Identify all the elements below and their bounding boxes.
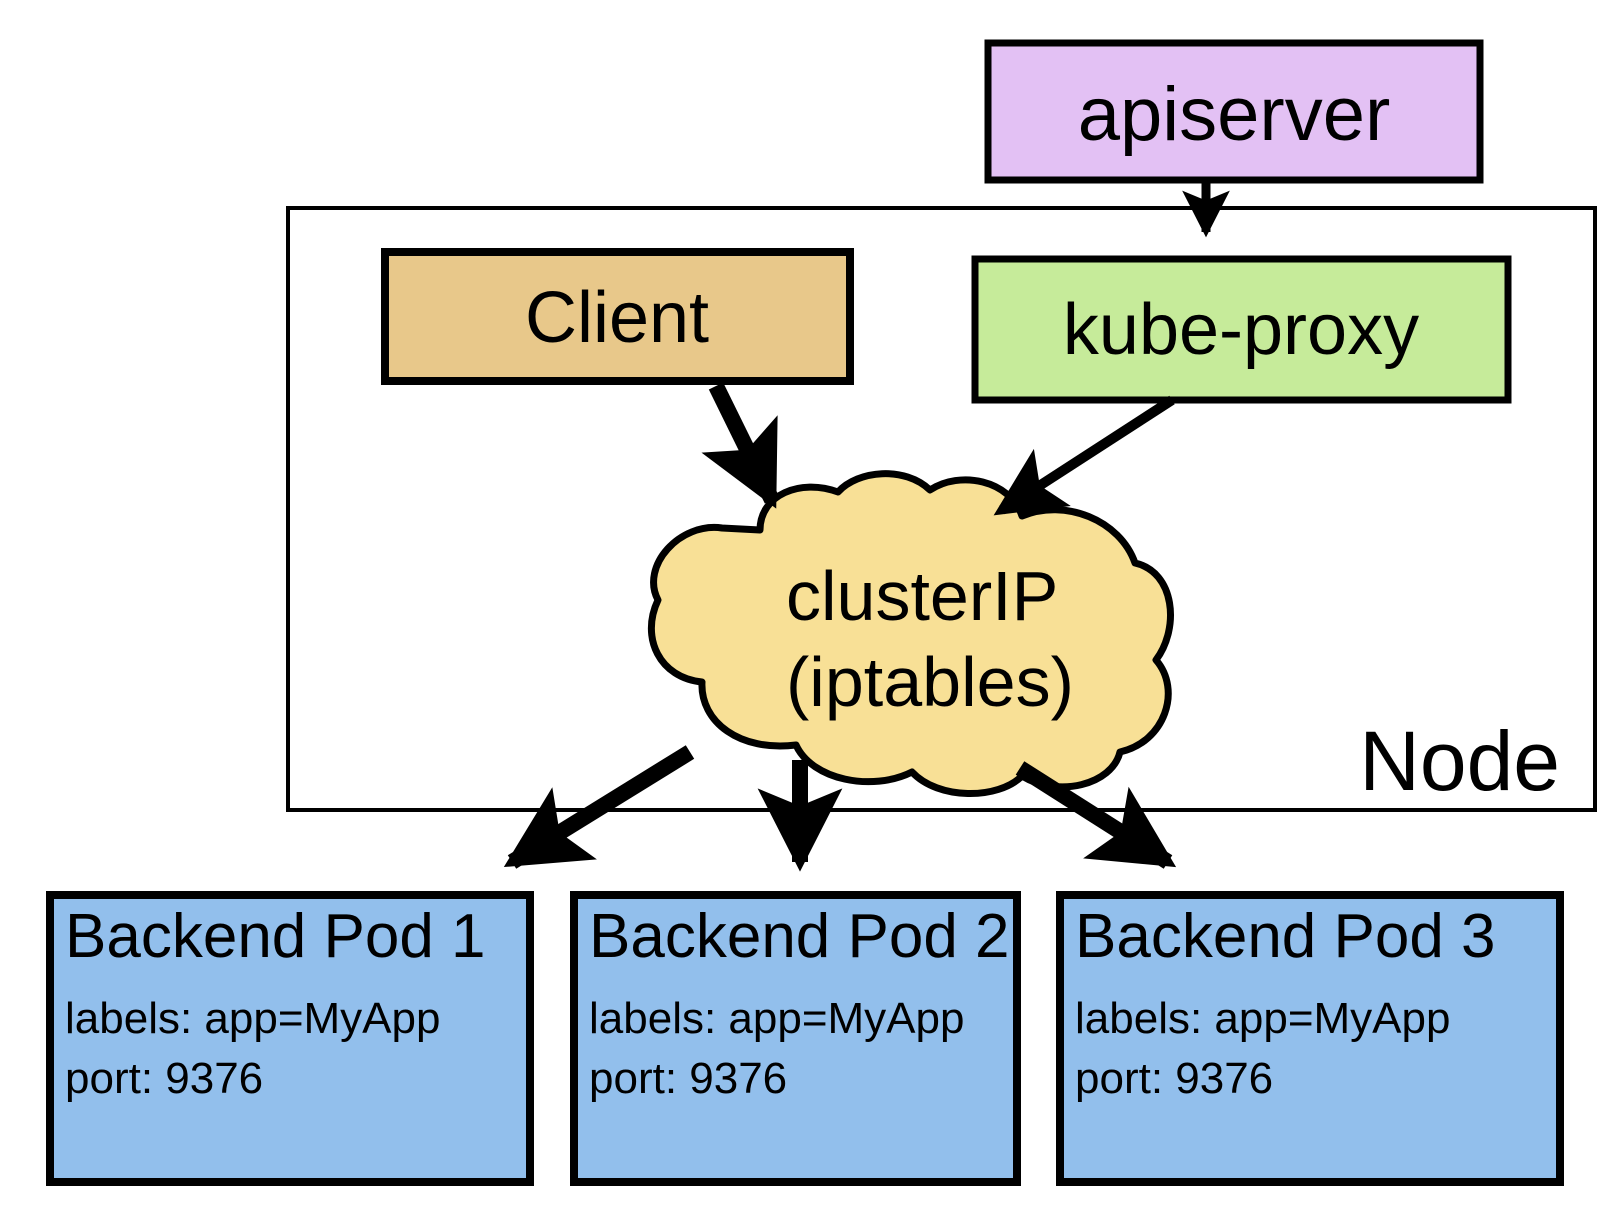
backend-pod-3-box [1056,891,1564,1186]
backend-pod-3-port: port: 9376 [1075,1054,1273,1103]
clusterip-label-line1: clusterIP [786,557,1058,635]
node-container-label: Node [1359,714,1560,808]
kube-proxy-box[interactable] [971,255,1512,404]
clusterip-label-line2: (iptables) [786,643,1074,721]
backend-pod-2-title: Backend Pod 2 [589,902,1010,971]
backend-pod-2-port: port: 9376 [589,1054,787,1103]
client-label: Client [525,278,709,358]
backend-pod-3-labels: labels: app=MyApp [1075,994,1450,1043]
clusterip-cloud[interactable]: clusterIP (iptables) [647,470,1174,797]
backend-pod-1-title: Backend Pod 1 [65,902,486,971]
apiserver-box[interactable] [984,39,1484,184]
backend-pod-2-box [570,891,1021,1186]
backend-pod-2-labels: labels: app=MyApp [589,994,964,1043]
cloud-shape [647,470,1174,797]
client-box[interactable] [381,248,854,385]
backend-pod-1-box [46,891,534,1186]
backend-pod-2[interactable]: Backend Pod 2 labels: app=MyApp port: 93… [570,891,1021,1186]
edge-clusterip-to-pod-3 [1015,761,1177,869]
edge-client-to-clusterip [701,382,780,509]
apiserver-label: apiserver [1078,72,1391,157]
backend-pod-1-port: port: 9376 [65,1054,263,1103]
backend-pod-1-labels: labels: app=MyApp [65,994,440,1043]
edge-kube-proxy-to-clusterip [993,395,1175,516]
backend-pod-3-title: Backend Pod 3 [1075,902,1496,971]
backend-pod-3[interactable]: Backend Pod 3 labels: app=MyApp port: 93… [1056,891,1564,1186]
backend-pod-1[interactable]: Backend Pod 1 labels: app=MyApp port: 93… [46,891,534,1186]
kube-proxy-label: kube-proxy [1063,290,1419,370]
edge-clusterip-to-pod-1 [503,745,695,869]
